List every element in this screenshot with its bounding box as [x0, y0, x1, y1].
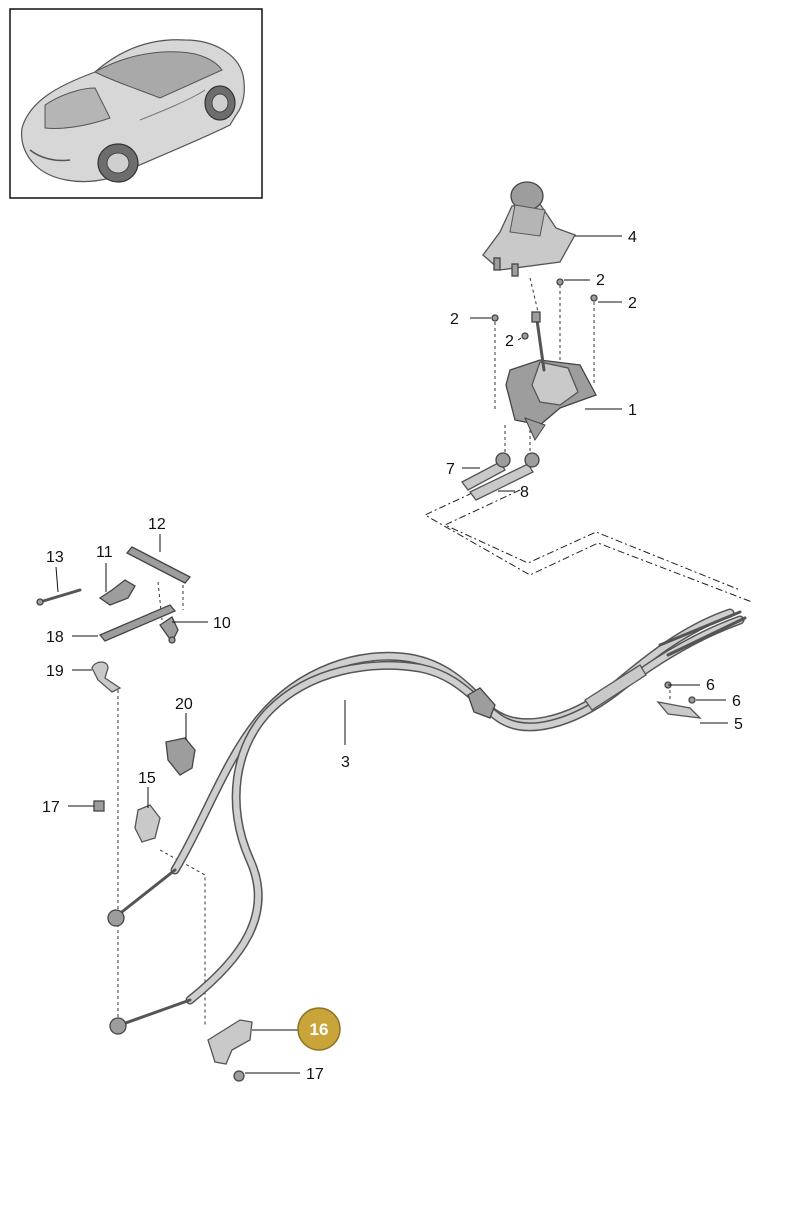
car-thumbnail-icon: [20, 39, 245, 183]
callout-17[interactable]: 17: [306, 1066, 324, 1083]
left-side-parts[interactable]: [36, 546, 253, 1082]
callout-6[interactable]: 6: [732, 693, 741, 710]
callout-5[interactable]: 5: [734, 716, 743, 733]
callout-16-highlighted[interactable]: 16: [297, 1007, 341, 1051]
callout-8[interactable]: 8: [520, 484, 529, 501]
callout-17[interactable]: 17: [42, 799, 60, 816]
shift-knob-boot[interactable]: [482, 181, 576, 277]
shift-lever-housing[interactable]: [505, 311, 597, 442]
callout-1[interactable]: 1: [628, 402, 637, 419]
callout-2[interactable]: 2: [505, 333, 514, 350]
callout-13[interactable]: 13: [46, 549, 64, 566]
callout-7[interactable]: 7: [446, 461, 455, 478]
ball-sockets[interactable]: [461, 452, 540, 501]
callout-11[interactable]: 11: [96, 544, 113, 561]
car-thumbnail[interactable]: [9, 8, 263, 199]
leader-lines: [55, 235, 728, 1074]
callout-18[interactable]: 18: [46, 629, 64, 646]
callout-19[interactable]: 19: [46, 663, 64, 680]
callout-15[interactable]: 15: [138, 770, 156, 787]
callout-3[interactable]: 3: [341, 754, 350, 771]
callout-12[interactable]: 12: [148, 516, 166, 533]
bracket-5[interactable]: [656, 681, 702, 719]
callout-6[interactable]: 6: [706, 677, 715, 694]
callout-20[interactable]: 20: [175, 696, 193, 713]
callout-2[interactable]: 2: [450, 311, 459, 328]
callout-4[interactable]: 4: [628, 229, 637, 246]
callout-16: 16: [310, 1020, 329, 1039]
callout-10[interactable]: 10: [213, 615, 231, 632]
callout-2[interactable]: 2: [596, 272, 605, 289]
screws[interactable]: [491, 278, 598, 340]
shift-cable-assembly[interactable]: [107, 608, 747, 1035]
callout-2[interactable]: 2: [628, 295, 637, 312]
callout-labels: 4 2 2 2 2 1 7 8 3 6 6 5 12 11 13 10 18 1…: [42, 229, 743, 1083]
